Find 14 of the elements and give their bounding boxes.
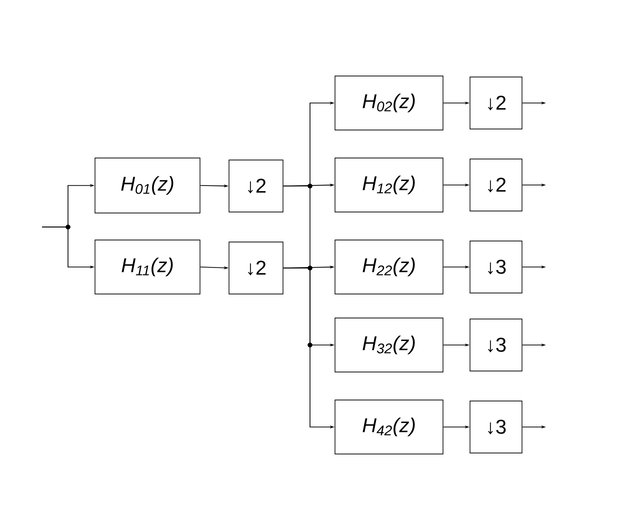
filter-box: H$_{11}$(z) xyxy=(94,240,200,294)
downsampler-box: ↓2 xyxy=(470,158,522,212)
downsampler-box: ↓2 xyxy=(228,242,284,294)
downsampler-box: ↓2 xyxy=(470,76,522,130)
filter-box: H$_{12}$(z) xyxy=(334,158,444,212)
downsampler-box: ↓3 xyxy=(470,240,522,294)
filter-box: H$_{42}$(z) xyxy=(334,400,444,454)
filter-box: H$_{02}$(z) xyxy=(334,76,444,130)
filter-box: H$_{22}$(z) xyxy=(334,240,444,294)
downsampler-box: ↓3 xyxy=(470,318,522,372)
downsampler-box: ↓3 xyxy=(470,400,522,454)
downsampler-box: ↓2 xyxy=(228,160,284,212)
filter-box: H$_{01}$(z) xyxy=(94,158,200,214)
filter-box: H$_{32}$(z) xyxy=(334,318,444,372)
